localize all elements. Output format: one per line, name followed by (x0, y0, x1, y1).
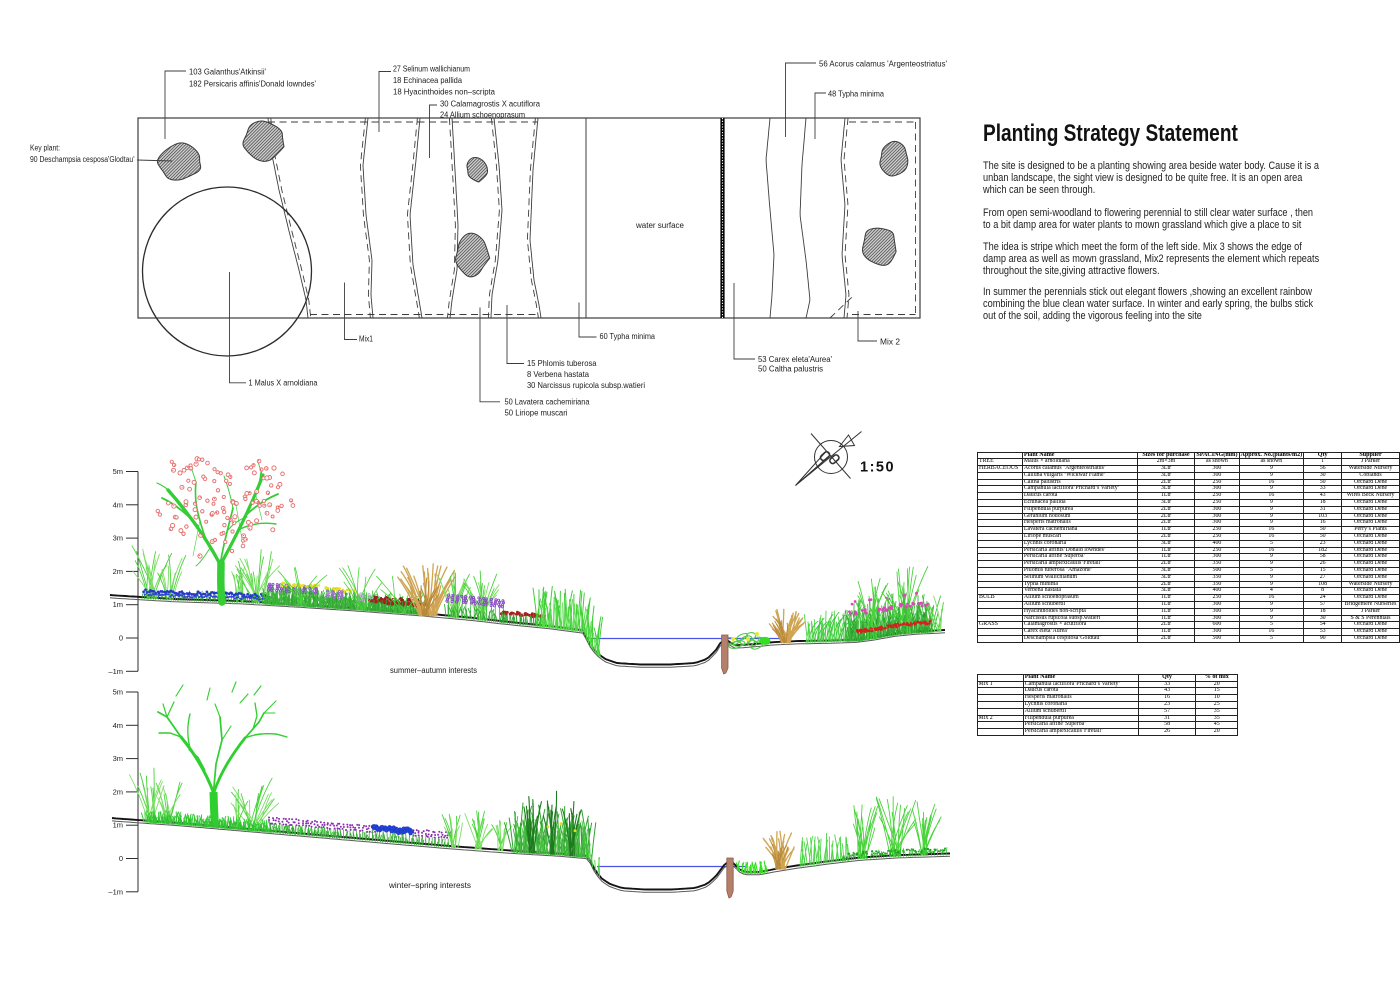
svg-text:1:50: 1:50 (860, 460, 895, 476)
svg-text:5m: 5m (113, 688, 123, 697)
svg-text:8 Verbena hastata: 8 Verbena hastata (527, 370, 590, 379)
svg-text:18 Hyacinthoides non–scripta: 18 Hyacinthoides non–scripta (393, 88, 496, 97)
svg-text:15 Phlomis tuberosa: 15 Phlomis tuberosa (527, 359, 597, 368)
svg-text:Mix 2: Mix 2 (880, 338, 901, 347)
svg-text:48 Typha minima: 48 Typha minima (828, 90, 885, 99)
svg-text:50 Lavatera cachemiriana: 50 Lavatera cachemiriana (505, 398, 591, 407)
svg-text:1m: 1m (113, 821, 123, 830)
svg-text:4m: 4m (113, 500, 123, 509)
svg-text:30 Calamagrostis X acutiflora: 30 Calamagrostis X acutiflora (440, 100, 541, 109)
svg-text:0: 0 (119, 634, 123, 643)
svg-text:4m: 4m (113, 721, 123, 730)
svg-text:1 Malus X arnoldiana: 1 Malus X arnoldiana (249, 379, 319, 388)
svg-text:–1m: –1m (108, 667, 123, 676)
svg-text:182 Persicaris affinis'Donald: 182 Persicaris affinis'Donald lowndes' (189, 80, 316, 89)
svg-text:–1m: –1m (108, 887, 123, 896)
svg-text:90 Deschampsia cesposa'Glodtau: 90 Deschampsia cesposa'Glodtau' (30, 155, 135, 164)
svg-text:2m: 2m (113, 567, 123, 576)
svg-text:Key plant:: Key plant: (30, 144, 60, 153)
svg-text:water surface: water surface (635, 221, 685, 230)
svg-text:5m: 5m (113, 467, 123, 476)
svg-text:103 Galanthus'Atkinsii': 103 Galanthus'Atkinsii' (189, 68, 266, 77)
svg-text:1m: 1m (113, 600, 123, 609)
svg-text:60 Typha minima: 60 Typha minima (600, 332, 656, 341)
svg-text:50 Liriope muscari: 50 Liriope muscari (505, 409, 568, 418)
svg-text:3m: 3m (113, 754, 123, 763)
svg-text:2m: 2m (113, 787, 123, 796)
svg-text:27 Selinum wallichianum: 27 Selinum wallichianum (393, 65, 470, 74)
svg-text:18 Echinacea pallida: 18 Echinacea pallida (393, 76, 463, 85)
svg-text:3m: 3m (113, 534, 123, 543)
svg-text:24 Allium schoenoprasum: 24 Allium schoenoprasum (440, 111, 525, 120)
svg-text:53 Carex eleta'Aurea': 53 Carex eleta'Aurea' (758, 355, 832, 364)
svg-text:winter–spring interests: winter–spring interests (388, 881, 471, 890)
svg-text:56 Acorus calamus 'Argenteostr: 56 Acorus calamus 'Argenteostriatus' (819, 60, 947, 69)
svg-text:30 Narcissus rupicola subsp.wa: 30 Narcissus rupicola subsp.watieri (527, 381, 645, 390)
svg-text:Mix1: Mix1 (359, 335, 373, 344)
svg-text:summer–autumn interests: summer–autumn interests (390, 666, 477, 675)
svg-text:0: 0 (119, 854, 123, 863)
svg-text:50 Caltha palustris: 50 Caltha palustris (758, 365, 823, 374)
